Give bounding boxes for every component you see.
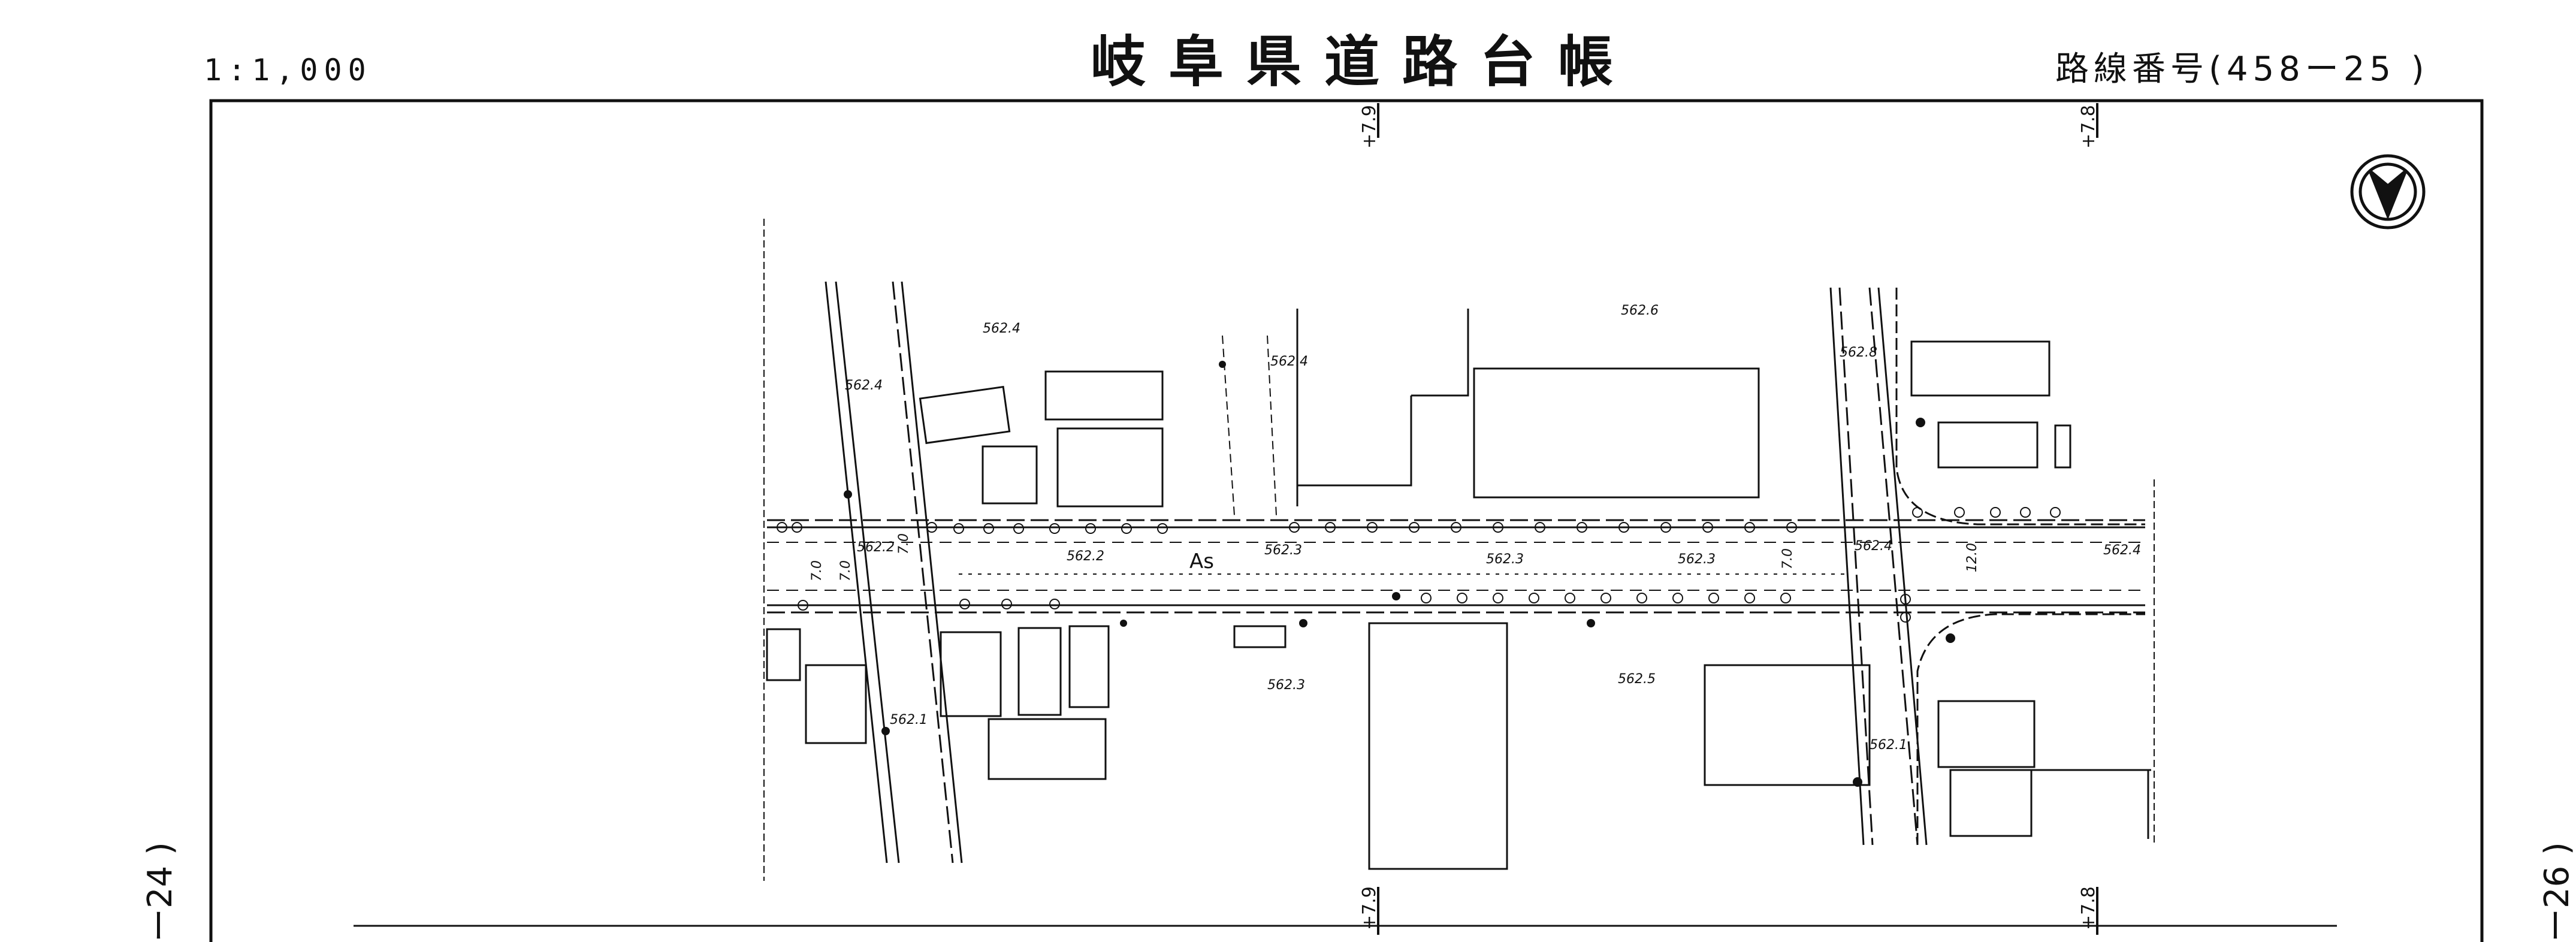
elevation-label: 562.5 (1618, 672, 1656, 687)
elevation-label: 562.1 (1870, 738, 1907, 753)
poles (844, 361, 1955, 787)
map-area-edges (763, 219, 2155, 881)
left-crossroad (825, 281, 963, 864)
right-crossroad (1829, 287, 2145, 846)
road-width-label: 7.0 (810, 560, 825, 581)
elevation-label: 562.2 (1067, 549, 1104, 564)
chainage-mark-top-left: +7.9 (1359, 105, 1380, 149)
chainage-ticks (1377, 103, 2098, 935)
map-scale: 1:1,000 (204, 53, 372, 87)
elevation-label: 562.8 (1840, 345, 1877, 360)
main-road (767, 519, 2145, 614)
roadside-markers (777, 507, 2061, 623)
elevation-label: 562.6 (1621, 303, 1659, 318)
elevation-label: 562.4 (845, 378, 883, 393)
road-width-label: 12.0 (1965, 543, 1980, 572)
chainage-mark-top-right: +7.8 (2078, 105, 2099, 149)
elevation-label: 562.3 (1264, 543, 1302, 558)
elevation-label: 562.2 (857, 540, 895, 555)
north-arrow-icon (2350, 154, 2426, 230)
elevation-label: 562.4 (1270, 354, 1308, 369)
chainage-labels: +7.9 +7.8 +7.9 +7.8 (1359, 105, 2099, 930)
road-width-label: 7.0 (1780, 548, 1795, 569)
elevation-label: 562.4 (1855, 539, 1892, 554)
elevation-label: 562.4 (983, 321, 1020, 336)
road-width-labels: 7.0 7.0 7.0 7.0 12.0 (810, 533, 1980, 581)
side-lane (1222, 335, 1277, 516)
sheet-frame (209, 99, 2484, 942)
elevation-label: 562.3 (1267, 678, 1305, 693)
map-title: 岐阜県道路台帳 (1091, 30, 1636, 94)
chainage-mark-bottom-left: +7.9 (1359, 886, 1380, 930)
road-surface-label: As (1189, 550, 1214, 573)
road-width-label: 7.0 (896, 533, 911, 554)
elevation-label: 562.3 (1486, 552, 1524, 567)
route-number: 路線番号(458ー25 ) (2055, 50, 2429, 89)
chainage-mark-bottom-right: +7.8 (2078, 886, 2099, 930)
elevation-labels: 562.4 562.4 562.4 562.6 562.8 562.2 562.… (845, 303, 2141, 753)
road-width-label: 7.0 (838, 560, 853, 581)
buildings (766, 309, 2151, 870)
elevation-label: 562.3 (1678, 552, 1716, 567)
elevation-label: 562.4 (2103, 543, 2141, 558)
elevation-label: 562.1 (890, 712, 928, 727)
